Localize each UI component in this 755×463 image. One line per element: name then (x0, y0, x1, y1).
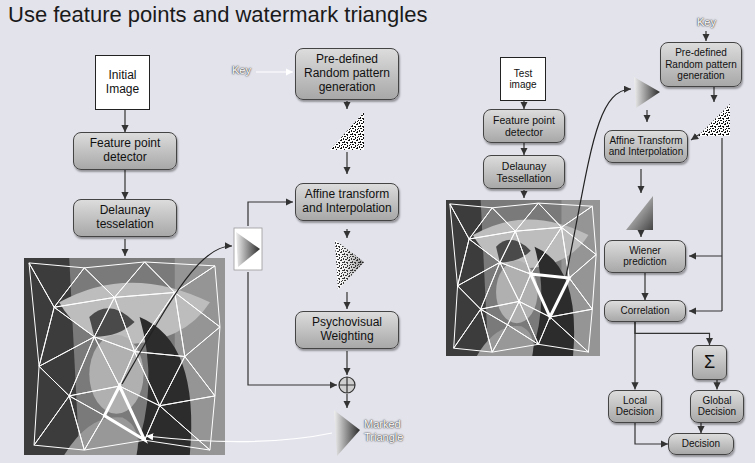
leader-arrow (346, 351, 347, 375)
node-text: Pre-defined Random pattern generation (300, 53, 394, 94)
annotation-label: Marked Triangle (364, 418, 424, 443)
node-text: Σ (693, 352, 726, 373)
extracted-triangle (236, 232, 260, 267)
node-text: Delaunay tesselation (78, 204, 172, 232)
node-text: Initial Image (98, 69, 147, 97)
warped-pattern (626, 196, 653, 230)
process-box: Wiener prediction (604, 240, 686, 273)
leader-arrow (689, 255, 722, 256)
leader-arrow (640, 232, 641, 237)
process-box: Affine transform and Interpolation (295, 183, 399, 221)
process-box: Psychovisual Weighting (295, 311, 399, 349)
process-box: Affine Transform and Interpolation (604, 130, 688, 163)
leader-arrow (523, 190, 524, 198)
process-box: Feature point detector (73, 132, 177, 170)
node-text: Wiener prediction (608, 245, 682, 268)
node-text: Delaunay Tessellation (488, 160, 560, 184)
process-box: Feature point detector (483, 109, 565, 143)
leader-arrow (346, 229, 347, 238)
pattern-wire (721, 138, 722, 311)
annotation-label: Key (232, 64, 262, 77)
highlighted-triangle (531, 274, 570, 317)
decision-box: Global Decision (690, 390, 744, 423)
adder-symbol (339, 377, 355, 393)
flow-arrow (523, 101, 524, 109)
label-box: Key (697, 16, 727, 29)
node-text: Decision (673, 438, 729, 450)
leader-arrow (691, 134, 700, 140)
image-box: Test image (500, 57, 546, 101)
slide-title: Use feature points and watermark triangl… (8, 2, 427, 27)
flow-arrow (124, 170, 125, 199)
process-box: Pre-defined Random pattern generation (660, 42, 742, 87)
leader-arrow (124, 239, 125, 256)
label-box: Marked Triangle (364, 418, 424, 443)
flow-arrow (700, 423, 701, 434)
extracted-triangle (634, 77, 660, 108)
highlighted-triangle (104, 386, 144, 440)
leader-arrow (346, 394, 347, 408)
curved-arrow (146, 433, 332, 442)
flow-arrow (124, 110, 125, 132)
flow-arrow (523, 143, 524, 155)
leader-arrow (689, 310, 722, 311)
node-text: Correlation (609, 305, 681, 317)
key-arrow (256, 71, 293, 72)
leader-arrows-left (122, 72, 347, 442)
node-text: Feature point detector (488, 114, 560, 138)
leader-arrow (248, 202, 293, 226)
node-text: Pre-defined Random pattern generation (664, 47, 738, 82)
warped-pattern (335, 240, 364, 290)
decision-box: Decision (668, 433, 734, 455)
node-text: Test image (503, 68, 543, 91)
process-box: Delaunay tesselation (73, 199, 177, 237)
flow-arrow (635, 322, 710, 345)
node-text: Feature point detector (78, 137, 172, 165)
process-box: Pre-defined Random pattern generation (295, 48, 399, 99)
sum-box: Σ (692, 345, 727, 380)
curved-arrow (122, 246, 232, 384)
leader-arrow (640, 169, 641, 193)
leader-arrow (346, 292, 347, 309)
node-text: Affine Transform and Interpolation (608, 135, 684, 158)
extracted-triangle-frame (234, 228, 262, 270)
random-pattern (698, 104, 730, 136)
leader-arrow (646, 110, 647, 122)
flow-arrow (635, 423, 668, 445)
triangle-images-left (234, 112, 364, 456)
title-box: Use feature points and watermark triangl… (8, 2, 427, 27)
flow-arrow (716, 380, 717, 390)
leader-arrow (346, 101, 347, 109)
process-box: Delaunay Tessellation (483, 155, 565, 189)
image-box: Initial Image (95, 55, 150, 110)
flow-arrow (644, 273, 645, 301)
label-box: Key (232, 64, 262, 77)
warped-pattern-shade (335, 240, 364, 290)
adder-cross (339, 377, 355, 393)
node-text: Local Decision (612, 395, 658, 418)
marked-triangle (334, 410, 360, 456)
node-text: Psychovisual Weighting (300, 316, 394, 344)
leader-arrow (346, 152, 347, 174)
key-arrow (705, 31, 706, 41)
leader-arrow (713, 87, 714, 102)
process-box: Correlation (604, 300, 686, 322)
decision-box: Local Decision (608, 390, 662, 423)
random-pattern (330, 112, 364, 150)
node-text: Global Decision (694, 395, 740, 418)
annotation-label: Key (697, 16, 727, 29)
node-text: Affine transform and Interpolation (300, 188, 394, 216)
triangulated-photo (24, 258, 225, 455)
